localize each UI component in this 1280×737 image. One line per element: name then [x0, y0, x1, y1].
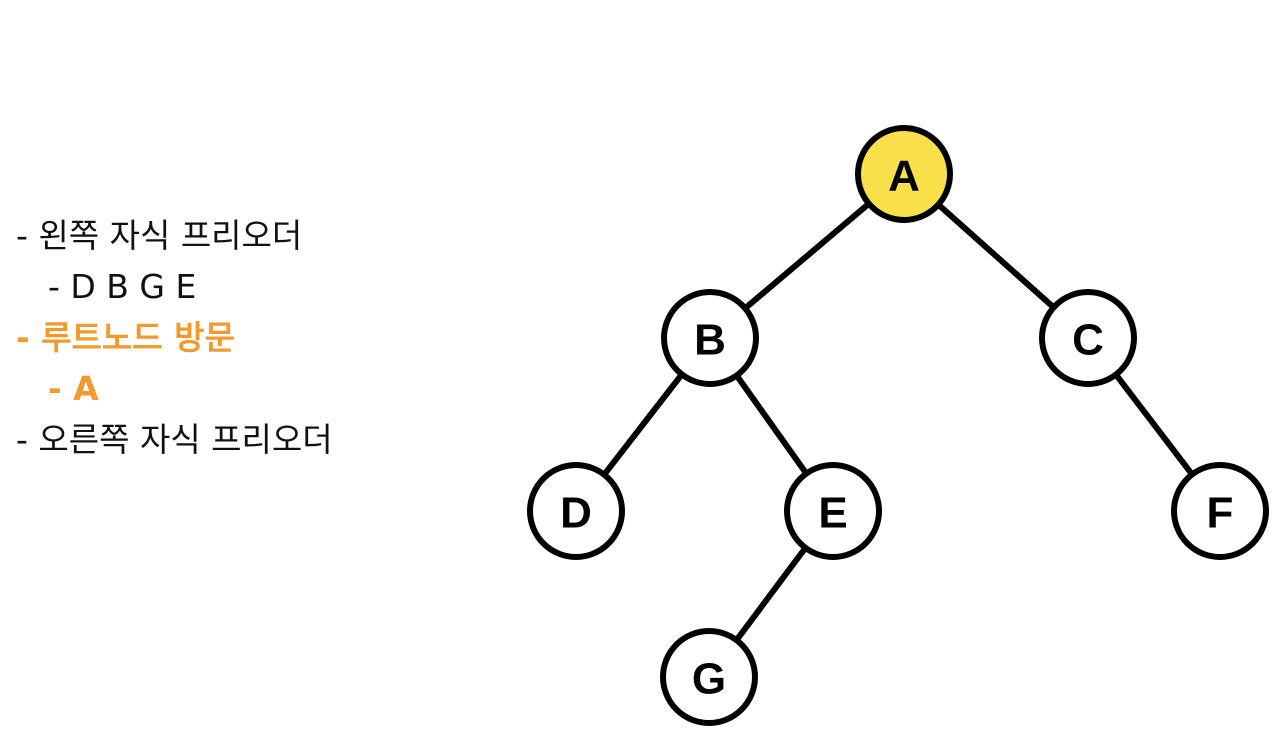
node-label-a: A: [888, 152, 920, 201]
tree-node-b: B: [661, 289, 759, 387]
tree-node-d: D: [527, 462, 625, 560]
node-label-c: C: [1072, 316, 1104, 365]
node-circle-c: [1039, 289, 1137, 387]
tree-edges: [573, 171, 1223, 679]
tree-node-e: E: [784, 462, 882, 560]
node-label-e: E: [818, 489, 847, 538]
tree-node-g: G: [660, 628, 758, 726]
node-circle-a: [855, 125, 953, 223]
traversal-steps: - 왼쪽 자식 프리오더 - D B G E - 루트노드 방문 - A - 오…: [16, 210, 333, 465]
step-visit-root: - 루트노드 방문: [16, 318, 235, 357]
node-circle-e: [784, 462, 882, 560]
tree-nodes: A B C D E F G: [527, 125, 1269, 726]
node-label-d: D: [560, 489, 592, 538]
tree-node-c: C: [1039, 289, 1137, 387]
step-left-subtree-order: - D B G E: [48, 267, 197, 306]
node-circle-f: [1171, 462, 1269, 560]
node-label-g: G: [692, 655, 726, 704]
tree-node-a: A: [855, 125, 953, 223]
node-label-b: B: [694, 316, 726, 365]
step-visit-root-node: - A: [48, 369, 99, 408]
node-circle-b: [661, 289, 759, 387]
tree-node-f: F: [1171, 462, 1269, 560]
node-circle-d: [527, 462, 625, 560]
node-circle-g: [660, 628, 758, 726]
node-label-f: F: [1207, 489, 1234, 538]
step-left-subtree: - 왼쪽 자식 프리오더: [16, 216, 303, 255]
step-right-subtree: - 오른쪽 자식 프리오더: [16, 420, 333, 459]
